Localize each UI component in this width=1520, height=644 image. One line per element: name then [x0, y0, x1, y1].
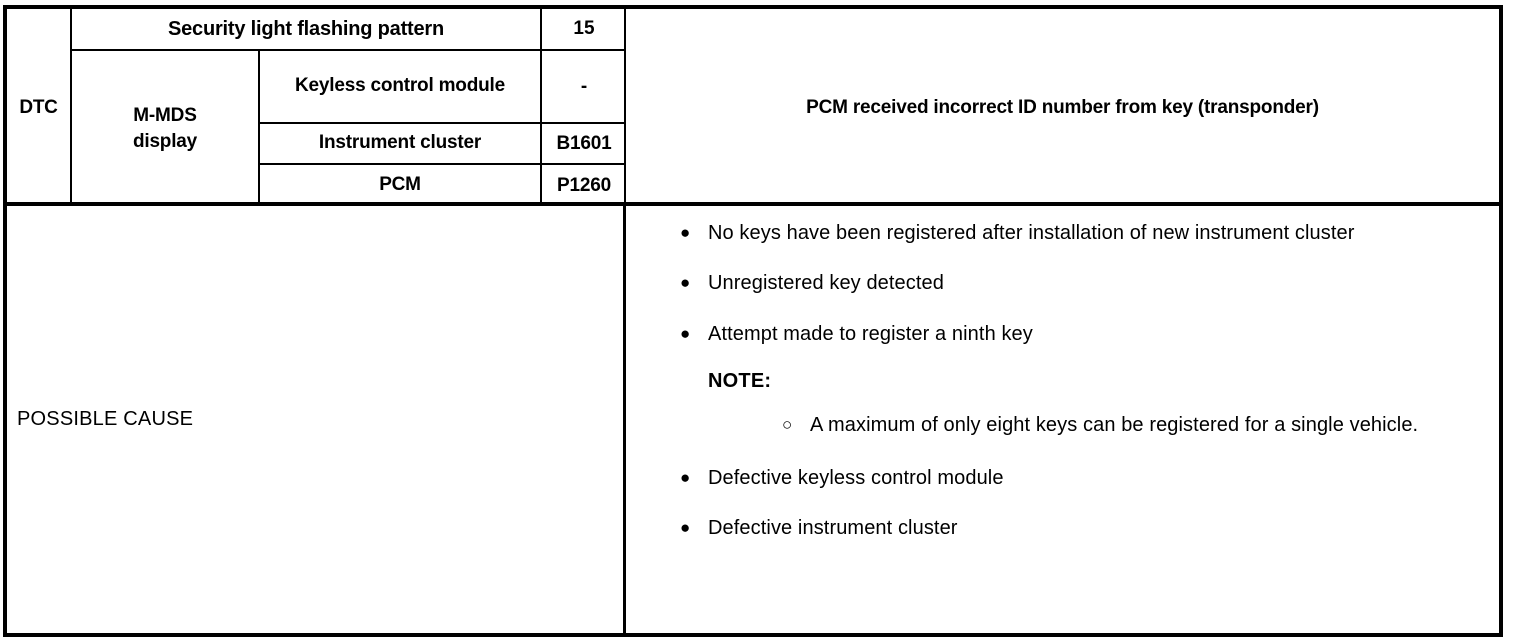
bullet-icon: ● [680, 323, 691, 343]
list-item: ● Unregistered key detected [678, 269, 1468, 298]
bullet-icon: ● [680, 467, 691, 487]
hollow-bullet-icon: ○ [782, 415, 793, 435]
list-item: ● No keys have been registered after ins… [678, 219, 1468, 248]
m-mds-display-label-line1: M-MDS [133, 104, 197, 126]
m-mds-display-label: M-MDS display [72, 51, 260, 206]
dtc-row-label: DTC [7, 9, 72, 206]
bullet-icon: ● [680, 223, 691, 242]
possible-cause-label: POSSIBLE CAUSE [7, 206, 626, 633]
possible-cause-list: ● No keys have been registered after ins… [626, 206, 1499, 633]
dtc-description: PCM received incorrect ID number from ke… [806, 96, 1319, 118]
note-list-item: ○ A maximum of only eight keys can be re… [782, 411, 1479, 440]
list-item: ● Attempt made to register a ninth key [678, 320, 1468, 349]
list-item-text: Attempt made to register a ninth key [708, 322, 1033, 345]
bullet-icon: ● [680, 517, 691, 537]
table-row: Keyless control module - [260, 51, 626, 124]
keyless-control-module-code: - [580, 75, 588, 97]
list-item-text: No keys have been registered after insta… [708, 222, 1355, 244]
security-light-pattern-code: 15 [573, 18, 595, 39]
dtc-section: DTC Security light flashing pattern 15 M… [7, 9, 1499, 206]
instrument-cluster-label: Instrument cluster [260, 124, 542, 163]
dtc-table: DTC Security light flashing pattern 15 M… [3, 5, 1503, 637]
table-row: Instrument cluster B1601 [260, 124, 626, 165]
m-mds-display-label-line2: display [132, 130, 198, 152]
list-item: ● Defective instrument cluster [678, 514, 1468, 543]
keyless-control-module-label: Keyless control module [260, 51, 542, 122]
bullet-icon: ● [680, 273, 691, 293]
dtc-code-grid: Security light flashing pattern 15 M-MDS… [72, 9, 626, 206]
pcm-label: PCM [260, 165, 542, 206]
table-row: PCM P1260 [260, 165, 626, 206]
list-item: ● Defective keyless control module [678, 464, 1468, 493]
pcm-code: P1260 [557, 174, 611, 196]
table-row: Security light flashing pattern 15 [72, 9, 624, 51]
list-item-text: Unregistered key detected [708, 272, 944, 295]
note-heading: NOTE: [708, 370, 772, 393]
list-item-text: Defective keyless control module [708, 466, 1004, 489]
possible-cause-section: POSSIBLE CAUSE ● No keys have been regis… [7, 206, 1499, 633]
security-light-pattern-label: Security light flashing pattern [72, 9, 542, 49]
note-list-item-text: A maximum of only eight keys can be regi… [810, 414, 1419, 437]
instrument-cluster-code: B1601 [556, 132, 612, 154]
list-item-text: Defective instrument cluster [708, 516, 958, 539]
m-mds-display-rows: Keyless control module - Instrument clus… [260, 51, 626, 206]
